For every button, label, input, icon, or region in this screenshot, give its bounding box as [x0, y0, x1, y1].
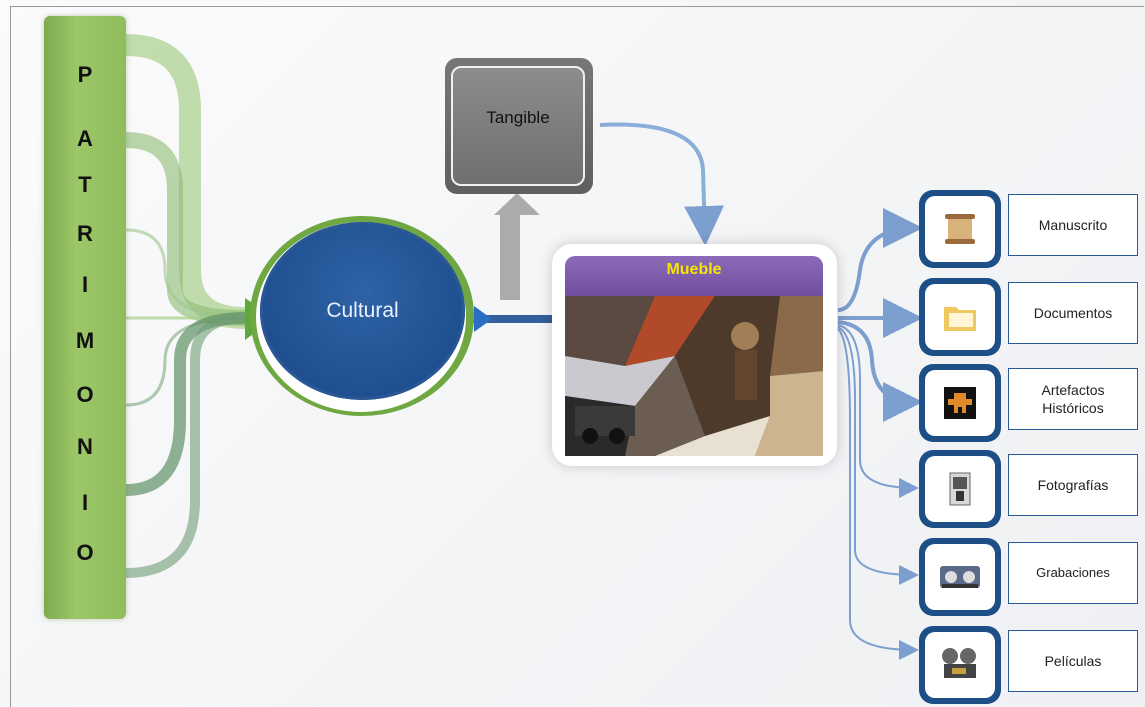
folder-icon — [944, 307, 976, 331]
manuscrito-icon-box[interactable] — [919, 190, 1001, 268]
patrimonio-letter: A — [77, 126, 93, 151]
patrimonio-letter: I — [81, 272, 89, 297]
scroll-icon — [945, 214, 975, 244]
patrimonio-letter: P — [77, 62, 93, 87]
projector-icon — [942, 648, 976, 678]
patrimonio-letter: R — [77, 221, 93, 246]
patrimonio-branches — [115, 34, 256, 578]
peliculas-icon-box[interactable] — [919, 626, 1001, 704]
cultural-label: Cultural — [326, 299, 399, 322]
item-label-grabaciones: Grabaciones — [1008, 542, 1138, 604]
patrimonio-letter: O — [76, 382, 94, 407]
patrimonio-letter: T — [78, 172, 92, 197]
item-label-artefactos: Artefactos Históricos — [1008, 368, 1138, 430]
recorder-icon — [940, 566, 980, 588]
diagram-frame — [10, 6, 1144, 707]
item-label-manuscrito: Manuscrito — [1008, 194, 1138, 256]
cultural-node[interactable]: Cultural — [260, 222, 465, 400]
fotografias-icon-box[interactable] — [919, 450, 1001, 528]
tangible-node[interactable]: Tangible — [451, 66, 585, 186]
patrimonio-bar: P A T R I M O N I O — [44, 16, 126, 619]
artefactos-icon-box[interactable] — [919, 364, 1001, 442]
patrimonio-letter: M — [75, 328, 95, 353]
mueble-collage-image — [565, 296, 823, 456]
patrimonio-letter: N — [77, 434, 93, 459]
item-label-peliculas: Películas — [1008, 630, 1138, 692]
item-label-fotografias: Fotografías — [1008, 454, 1138, 516]
patrimonio-letter: I — [81, 490, 89, 515]
item-label-documentos: Documentos — [1008, 282, 1138, 344]
mueble-label: Mueble — [666, 261, 722, 278]
patrimonio-letter: O — [76, 540, 94, 565]
item-branches — [837, 208, 923, 422]
grabaciones-icon-box[interactable] — [919, 538, 1001, 616]
camera-icon — [949, 472, 971, 506]
tangible-label: Tangible — [486, 108, 550, 127]
mueble-header: Mueble — [565, 256, 823, 296]
artifact-icon — [944, 387, 976, 419]
documentos-icon-box[interactable] — [919, 278, 1001, 356]
